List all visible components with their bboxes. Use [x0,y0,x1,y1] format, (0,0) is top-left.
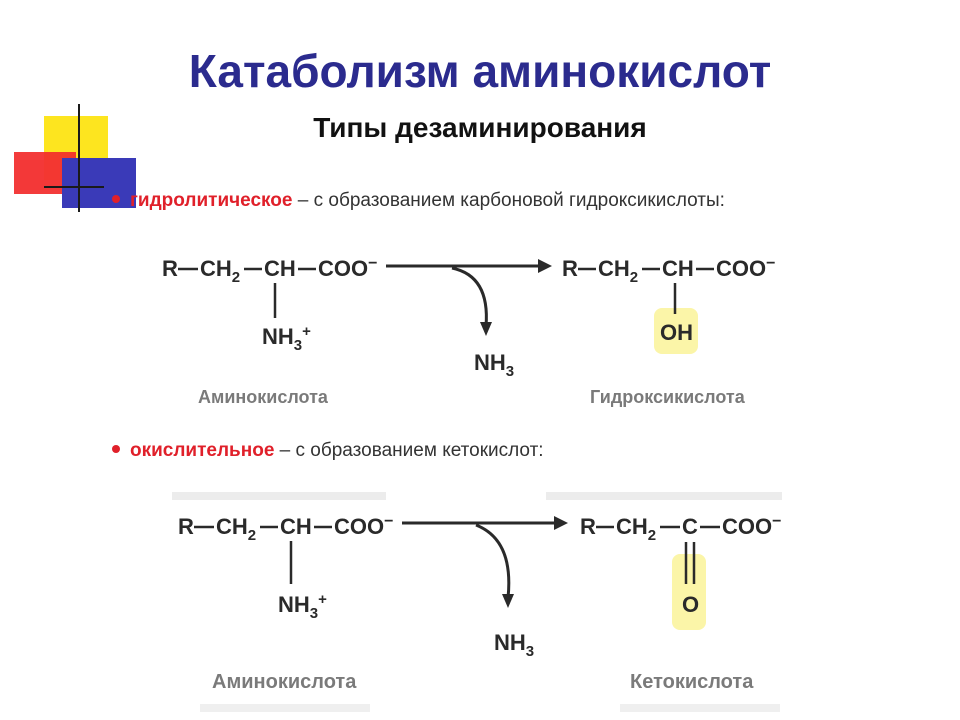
nh3-plus-group: NH3+ [278,591,327,622]
o-group: O [682,592,699,617]
coo-group: COO− [722,513,781,539]
nh3-byproduct: NH3 [494,630,534,660]
ghost-artifacts [172,492,782,500]
ghost-artifacts-bottom [200,704,780,712]
amino-acid-caption: Аминокислота [212,671,357,693]
bullet-dot-icon [112,444,120,453]
keto-acid-structure: R CH2 C COO− O Кетокислота [580,513,781,693]
r-group: R [562,256,578,281]
bullet-hydrolytic: гидролитическое – с образованием карбоно… [112,190,725,212]
ch2-group: CH2 [200,256,240,286]
amino-acid-structure: R CH2 CH COO− NH3+ Аминокислота [162,255,377,407]
keto-highlight [672,554,706,630]
r-group: R [162,256,178,281]
slide-title: Катаболизм аминокислот [188,45,772,97]
ch2-group: CH2 [598,256,638,286]
reaction-oxidative: R CH2 CH COO− NH3+ Аминокислота NH3 R CH… [172,492,782,712]
reaction-arrow [386,259,552,336]
coo-group: COO− [716,255,775,281]
r-group: R [178,514,194,539]
ch2-group: CH2 [216,514,256,544]
bullet-text: – с образованием кетокислот: [274,440,544,461]
hydroxy-acid-caption: Гидроксикислота [590,387,746,407]
vertical-line [78,104,80,212]
keto-acid-caption: Кетокислота [630,671,754,693]
amino-acid-structure: R CH2 CH COO− NH3+ Аминокислота [178,513,393,693]
bullet-dot-icon [112,194,120,203]
bullet-text: – с образованием карбоновой гидроксикисл… [292,190,725,211]
ch-group: CH [662,256,694,281]
decorative-squares [0,0,140,212]
horizontal-line [44,186,104,188]
nh3-plus-group: NH3+ [262,323,311,354]
r-group: R [580,514,596,539]
oh-highlight [654,308,698,354]
coo-group: COO− [318,255,377,281]
bullet-oxidative: окислительное – с образованием кетокисло… [112,440,544,462]
slide-subtitle: Типы дезаминирования [313,112,647,143]
reaction-arrow [402,516,568,608]
amino-acid-caption: Аминокислота [198,387,329,407]
bullet-keyword: окислительное [130,440,275,461]
oh-group: OH [660,320,693,345]
hydroxy-acid-structure: R CH2 CH COO− OH Гидроксикислота [562,255,775,407]
blue-square [62,158,136,208]
ch-group: CH [280,514,312,539]
c-group: C [682,514,698,539]
ch2-group: CH2 [616,514,656,544]
nh3-byproduct: NH3 [474,350,514,380]
ch-group: CH [264,256,296,281]
reaction-hydrolytic: R CH2 CH COO− NH3+ Аминокислота NH3 R CH… [162,255,775,407]
coo-group: COO− [334,513,393,539]
bullet-keyword: гидролитическое [130,190,293,211]
